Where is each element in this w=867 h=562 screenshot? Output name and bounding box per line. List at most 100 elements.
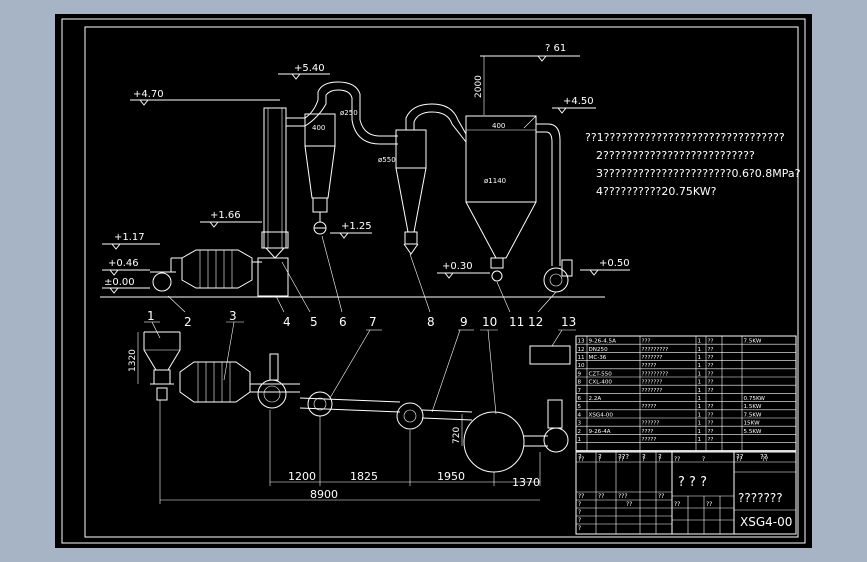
parts-table-cell: 11 xyxy=(578,355,586,361)
note-3: 3??????????????????????0.6?0.8MPa? xyxy=(596,167,801,180)
svg-text:+0.30: +0.30 xyxy=(442,261,473,272)
svg-text:1950: 1950 xyxy=(437,470,465,483)
dim-diam-250: ø250 xyxy=(340,109,358,117)
parts-table-header-cell: ?? xyxy=(736,456,742,463)
parts-table-cell: 12 xyxy=(578,347,585,353)
duct-to-cyclone-1 xyxy=(304,81,361,127)
parts-table-cell: ?? xyxy=(708,412,714,418)
elevation-marker-0-50: +0.50 xyxy=(580,258,630,276)
svg-text:8900: 8900 xyxy=(310,488,338,501)
company-name: ??????? xyxy=(738,491,783,505)
inner-border xyxy=(84,26,799,538)
note-2: 2?????????????????????????? xyxy=(596,149,755,162)
svg-text:??: ?? xyxy=(674,501,680,508)
cyclone-2-plan xyxy=(396,402,473,430)
svg-text:?: ? xyxy=(578,509,581,516)
parts-table-cell: ?????? xyxy=(642,421,660,427)
parts-table-header-cell: ?? xyxy=(618,456,624,463)
parts-table-cell: 1 xyxy=(698,339,702,345)
elevation-marker-0-30: +0.30 xyxy=(437,261,490,279)
elevation-marker-1-17: +1.17 xyxy=(102,232,160,250)
parts-table-cell: 1.5KW xyxy=(744,404,762,410)
parts-table-cell: ??????? xyxy=(642,355,663,361)
dryer-plan xyxy=(250,353,300,409)
svg-text:ø1140: ø1140 xyxy=(484,177,506,185)
parts-table-cell: 1 xyxy=(698,363,702,369)
parts-table-cell: ??????? xyxy=(642,388,663,394)
parts-table-cell: 7 xyxy=(578,388,582,394)
svg-text:??: ?? xyxy=(760,453,768,461)
elevation-marker-0-00: ±0.00 xyxy=(102,277,150,294)
svg-text:?: ? xyxy=(578,501,581,508)
parts-table-cell: 1 xyxy=(698,437,702,443)
elevation-marker-0-46: +0.46 xyxy=(102,258,150,276)
svg-text:2000: 2000 xyxy=(474,75,484,98)
parts-table-cell: 1 xyxy=(578,437,582,443)
elevation-marker-61: ? 61 xyxy=(480,43,580,62)
svg-text:??: ?? xyxy=(626,501,632,508)
parts-table-cell: ?? xyxy=(708,339,714,345)
parts-table-cell: ?? xyxy=(708,347,714,353)
parts-table-header-cell: ? xyxy=(598,456,601,463)
parts-table-cell: ?? xyxy=(708,355,714,361)
svg-text:720: 720 xyxy=(452,427,462,444)
svg-text:1825: 1825 xyxy=(350,470,378,483)
parts-table-cell: 9-26-4.5A xyxy=(589,339,617,345)
svg-text:8: 8 xyxy=(427,315,435,329)
outer-border xyxy=(61,18,806,544)
parts-table-cell: 1 xyxy=(698,371,702,377)
drawing-title: ? ? ? xyxy=(678,475,707,490)
dimension-chain: 1200 1825 1950 1370 8900 xyxy=(159,400,541,504)
svg-text:??: ?? xyxy=(706,501,712,508)
parts-table-cell: DN250 xyxy=(589,347,609,353)
svg-text:3: 3 xyxy=(229,309,237,323)
fan-2-top xyxy=(150,257,182,292)
parts-table-cell: 9 xyxy=(578,371,582,377)
parts-table-cell: 3 xyxy=(578,421,582,427)
svg-text:? 61: ? 61 xyxy=(545,43,566,54)
parts-table-cell: ?? xyxy=(708,363,714,369)
parts-table-header-cell: ?? xyxy=(578,456,584,463)
svg-text:1320: 1320 xyxy=(128,349,138,372)
svg-text:1200: 1200 xyxy=(288,470,316,483)
parts-table-cell: 1 xyxy=(698,380,702,386)
svg-text:400: 400 xyxy=(312,124,325,132)
note-4: 4??????????20.75KW? xyxy=(596,185,717,198)
parts-table-cell: 1 xyxy=(698,388,702,394)
svg-text:+0.50: +0.50 xyxy=(599,258,630,269)
svg-text:+1.17: +1.17 xyxy=(114,232,145,243)
parts-table-cell: ????? xyxy=(642,404,657,410)
svg-text:?: ? xyxy=(578,453,582,461)
parts-table-cell: 1 xyxy=(698,412,702,418)
svg-text:2: 2 xyxy=(184,315,192,329)
parts-table-cell: ??????? xyxy=(642,380,663,386)
svg-text:+1.66: +1.66 xyxy=(210,210,241,221)
svg-text:11: 11 xyxy=(509,315,524,329)
parts-table-cell: 2.2A xyxy=(589,396,602,402)
parts-table-cell: 0.75KW xyxy=(744,396,766,402)
svg-text:???: ??? xyxy=(618,453,629,461)
parts-table-cell: 4 xyxy=(578,412,582,418)
parts-table-cell: ?? xyxy=(708,421,714,427)
svg-text:6: 6 xyxy=(339,315,347,329)
parts-table-cell: 7.5KW xyxy=(744,412,762,418)
svg-text:+5.40: +5.40 xyxy=(294,63,325,74)
svg-text:400: 400 xyxy=(492,122,505,130)
parts-table-cell: 1 xyxy=(698,421,702,427)
parts-table-cell: 6 xyxy=(578,396,582,402)
svg-text:?: ? xyxy=(578,517,581,524)
svg-text:10: 10 xyxy=(482,315,497,329)
parts-table-cell: 5 xyxy=(578,404,582,410)
parts-table-cell: ??? xyxy=(642,339,651,345)
callout-group-bottom: 1 3 7 9 10 13 xyxy=(144,309,576,415)
parts-table-cell: 1 xyxy=(698,404,702,410)
svg-text:4: 4 xyxy=(283,315,291,329)
note-1: ??1??????????????????????????????? xyxy=(585,131,785,144)
parts-table-cell: 13 xyxy=(578,339,586,345)
parts-table-cell: CXL-400 xyxy=(589,380,613,386)
title-block: ? ? ??? ? ? ?? ?? ?? ?? ??? ?? ? ? ? ? ?… xyxy=(575,451,797,535)
svg-text:?: ? xyxy=(578,525,581,532)
parts-table-cell: 15KW xyxy=(744,421,761,427)
